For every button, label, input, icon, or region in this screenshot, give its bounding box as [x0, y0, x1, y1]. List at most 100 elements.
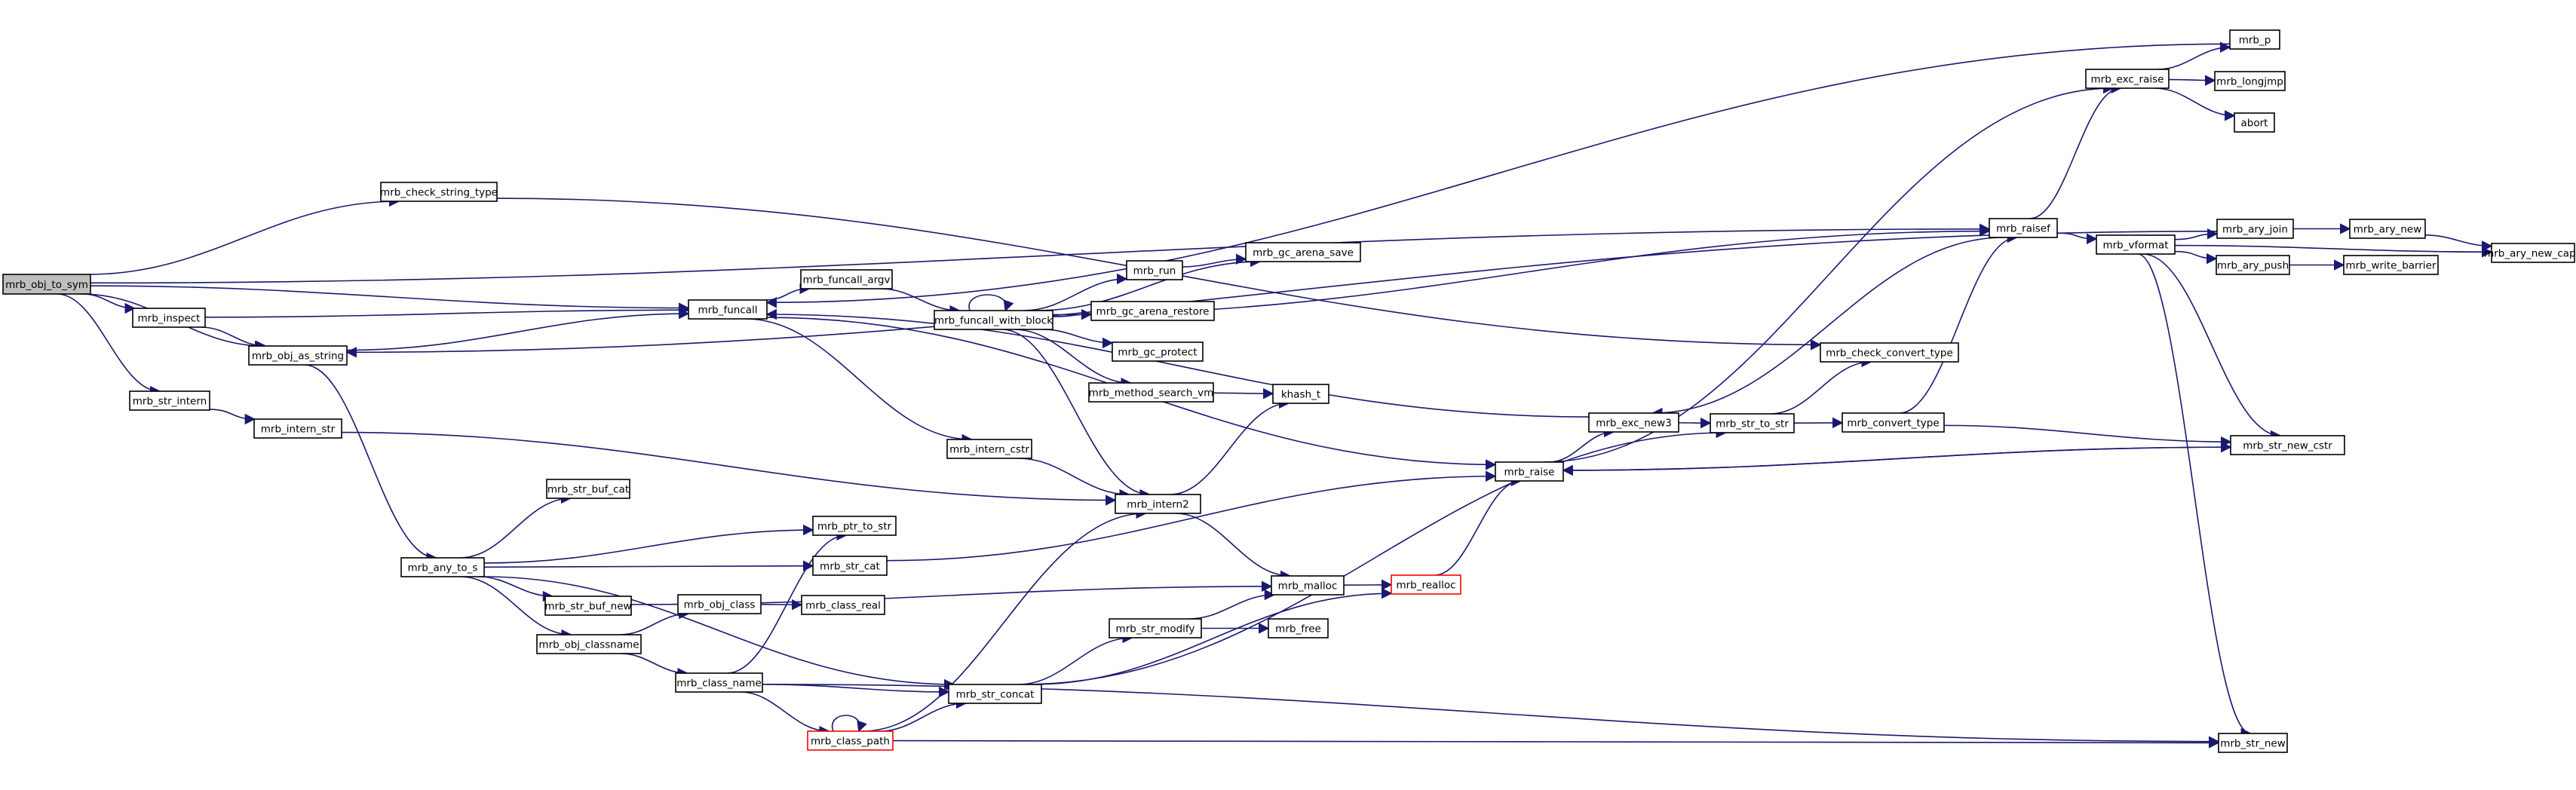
node-mrb-realloc[interactable]: mrb_realloc	[1391, 574, 1461, 595]
node-mrb-str-cat[interactable]: mrb_str_cat	[812, 556, 888, 576]
node-mrb-class-name[interactable]: mrb_class_name	[675, 672, 763, 693]
node-label: mrb_realloc	[1396, 580, 1455, 592]
node-label: mrb_longjmp	[2216, 76, 2283, 88]
node-box	[1710, 413, 1795, 433]
edge-n22-n23	[1182, 253, 1247, 268]
node-mrb-vformat[interactable]: mrb_vformat	[2096, 234, 2176, 255]
node-mrb-str-to-str[interactable]: mrb_str_to_str	[1710, 413, 1795, 433]
node-mrb-funcall[interactable]: mrb_funcall	[688, 299, 768, 320]
node-mrb-any-to-s[interactable]: mrb_any_to_s	[400, 557, 485, 577]
edge-n5-n28	[341, 431, 1117, 506]
node-box	[536, 634, 642, 654]
node-box	[2229, 29, 2280, 50]
node-box	[248, 345, 348, 366]
edge-n36-n37	[1899, 231, 2019, 414]
node-box	[546, 479, 630, 499]
node-label: mrb_intern_str	[261, 424, 336, 436]
node-mrb-run[interactable]: mrb_run	[1126, 260, 1183, 280]
node-mrb-convert-type[interactable]: mrb_convert_type	[1842, 412, 1945, 433]
edge-n16-n16	[831, 715, 867, 733]
node-label: mrb_str_modify	[1116, 623, 1195, 635]
node-mrb-malloc[interactable]: mrb_malloc	[1271, 575, 1345, 596]
node-mrb-check-convert-type[interactable]: mrb_check_convert_type	[1820, 342, 1959, 363]
node-mrb-longjmp[interactable]: mrb_longjmp	[2214, 71, 2286, 91]
node-mrb-intern2[interactable]: mrb_intern2	[1115, 494, 1201, 514]
edge-n38-n42	[2154, 87, 2236, 121]
node-mrb-raise[interactable]: mrb_raise	[1495, 461, 1564, 482]
node-mrb-obj-classname[interactable]: mrb_obj_classname	[536, 634, 642, 654]
node-box	[380, 182, 498, 202]
edge-n21-n20	[1018, 632, 1133, 685]
node-mrb-str-buf-new[interactable]: mrb_str_buf_new	[544, 596, 632, 616]
node-mrb-str-new[interactable]: mrb_str_new	[2218, 733, 2288, 753]
node-mrb-gc-protect[interactable]: mrb_gc_protect	[1112, 341, 1204, 362]
node-mrb-class-path[interactable]: mrb_class_path	[807, 730, 894, 751]
node-label: mrb_class_path	[811, 736, 890, 748]
node-mrb-ary-push[interactable]: mrb_ary_push	[2216, 255, 2290, 275]
node-mrb-obj-to-sym[interactable]: mrb_obj_to_sym	[2, 274, 91, 295]
node-label: mrb_str_to_str	[1716, 418, 1789, 430]
node-mrb-funcall-argv[interactable]: mrb_funcall_argv	[800, 269, 893, 289]
node-label: mrb_obj_as_string	[252, 351, 344, 363]
node-label: mrb_str_new	[2220, 738, 2286, 750]
node-mrb-exc-new3[interactable]: mrb_exc_new3	[1588, 412, 1679, 433]
node-mrb-ptr-to-str[interactable]: mrb_ptr_to_str	[812, 516, 897, 536]
node-label: mrb_intern_cstr	[949, 444, 1029, 456]
node-mrb-method-search-vm[interactable]: mrb_method_search_vm	[1088, 382, 1214, 403]
node-label: mrb_check_convert_type	[1826, 348, 1953, 360]
node-mrb-check-string-type[interactable]: mrb_check_string_type	[380, 182, 498, 202]
node-box	[1391, 574, 1461, 595]
node-mrb-ary-new-capa[interactable]: mrb_ary_new_capa	[2484, 243, 2576, 263]
node-mrb-exc-raise[interactable]: mrb_exc_raise	[2085, 69, 2170, 89]
node-mrb-obj-class[interactable]: mrb_obj_class	[677, 594, 762, 614]
node-box	[132, 308, 206, 328]
node-mrb-free[interactable]: mrb_free	[1268, 618, 1329, 638]
node-mrb-class-real[interactable]: mrb_class_real	[801, 595, 885, 615]
node-box	[675, 672, 763, 693]
node-mrb-ary-new[interactable]: mrb_ary_new	[2349, 219, 2426, 239]
node-mrb-ary-join[interactable]: mrb_ary_join	[2216, 219, 2294, 239]
node-mrb-str-intern[interactable]: mrb_str_intern	[129, 390, 210, 411]
node-mrb-write-barrier[interactable]: mrb_write_barrier	[2343, 255, 2439, 275]
node-box	[688, 299, 768, 320]
node-box	[812, 516, 897, 536]
node-abort[interactable]: abort	[2234, 112, 2275, 133]
edge-n21-n34	[1021, 427, 1727, 685]
node-box	[1245, 242, 1361, 262]
edge-n36-n48	[1943, 424, 2232, 448]
node-label: mrb_method_search_vm	[1089, 387, 1214, 400]
edge-n12-n18	[745, 318, 973, 446]
node-mrb-raisef[interactable]: mrb_raisef	[1989, 218, 2058, 238]
node-label: mrb_ary_new	[2354, 224, 2422, 236]
node-mrb-obj-as-string[interactable]: mrb_obj_as_string	[248, 345, 348, 366]
node-mrb-gc-arena-save[interactable]: mrb_gc_arena_save	[1245, 242, 1361, 262]
edge-n37-n39	[2056, 232, 2098, 245]
node-label: mrb_str_cat	[820, 561, 880, 573]
node-mrb-str-new-cstr[interactable]: mrb_str_new_cstr	[2230, 435, 2345, 455]
node-label: abort	[2241, 118, 2268, 130]
node-mrb-gc-arena-restore[interactable]: mrb_gc_arena_restore	[1090, 301, 1215, 321]
node-box	[129, 390, 210, 411]
node-box	[2096, 234, 2176, 255]
node-box	[807, 730, 894, 751]
node-box	[801, 595, 885, 615]
node-mrb-intern-cstr[interactable]: mrb_intern_cstr	[946, 439, 1032, 459]
nodes-layer: mrb_obj_to_symmrb_inspectmrb_str_internm…	[2, 29, 2576, 753]
edge-n32-n38	[1544, 82, 2114, 463]
node-mrb-str-buf-cat[interactable]: mrb_str_buf_cat	[546, 479, 630, 499]
node-mrb-intern-str[interactable]: mrb_intern_str	[253, 418, 342, 439]
node-mrb-str-concat[interactable]: mrb_str_concat	[948, 684, 1042, 704]
edge-n6-n14	[483, 560, 814, 571]
node-mrb-inspect[interactable]: mrb_inspect	[132, 308, 206, 328]
node-label: mrb_check_string_type	[380, 187, 498, 199]
node-box	[1090, 301, 1215, 321]
edge-n44-n45	[2424, 234, 2493, 252]
node-mrb-str-modify[interactable]: mrb_str_modify	[1109, 618, 1202, 638]
node-mrb-funcall-with-block[interactable]: mrb_funcall_with_block	[934, 310, 1053, 330]
node-khash-t[interactable]: khash_t	[1272, 384, 1329, 404]
node-label: mrb_exc_new3	[1596, 418, 1672, 430]
node-mrb-p[interactable]: mrb_p	[2229, 29, 2280, 50]
node-box	[1989, 218, 2058, 238]
edge-n19-n19	[968, 294, 1014, 312]
node-box	[812, 556, 888, 576]
